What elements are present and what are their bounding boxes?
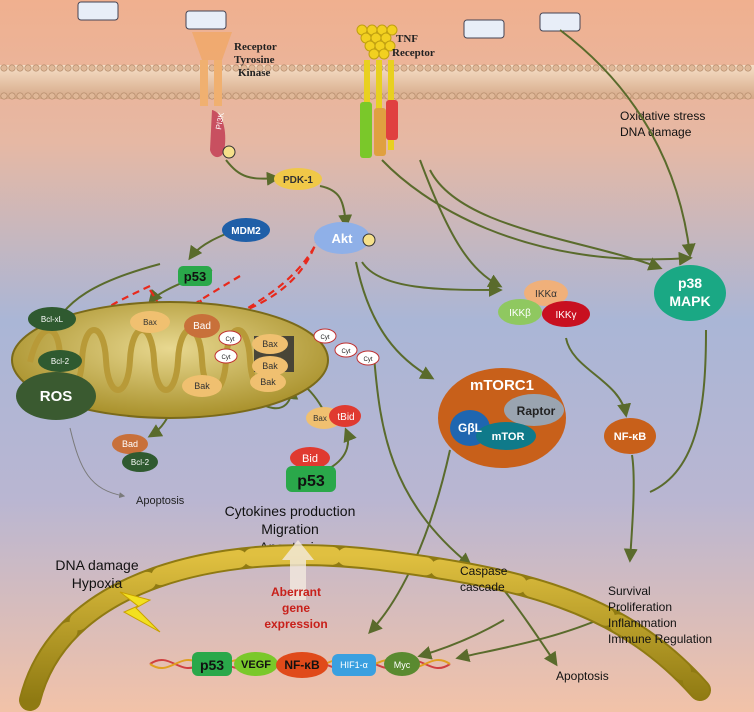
outcome-label-3: Inflammation <box>608 616 677 630</box>
p38-label-2: MAPK <box>669 293 710 309</box>
bak-label-2: Bak <box>260 377 276 387</box>
outcome-label-4: Immune Regulation <box>608 632 712 646</box>
stress-label-2: DNA damage <box>620 125 692 139</box>
cyt-label-2: Cyt <box>222 355 231 361</box>
cyt-label-3: Cyt <box>321 335 330 341</box>
bcl2-label-1: Bcl-2 <box>51 357 70 366</box>
ikky-label: IKKγ <box>555 310 576 321</box>
apoptosis-label-2: Apoptosis <box>556 669 609 683</box>
rtk-label-1: Receptor <box>234 41 277 53</box>
genes <box>192 652 420 678</box>
phospho-icon <box>362 233 376 247</box>
rtk-label-2: Tyrosine <box>234 54 275 66</box>
bid-group <box>286 405 361 492</box>
p53-top-label: p53 <box>184 269 206 284</box>
gene-label-p53: p53 <box>200 657 224 673</box>
bax-label-3: Bax <box>313 414 327 423</box>
gene-label-myc: Myc <box>394 660 411 670</box>
cytochrome-c <box>214 328 380 366</box>
p38-label-1: p38 <box>678 275 702 291</box>
bcl2-label-2: Bcl-2 <box>131 458 150 467</box>
p53-top-node <box>178 266 212 286</box>
gbl-label: GβL <box>458 421 482 435</box>
bax-label-2: Bax <box>262 339 278 349</box>
outcome-label-1: Survival <box>608 584 651 598</box>
p38-node <box>654 265 726 321</box>
bad-bcl2-complex <box>112 434 158 472</box>
mtorc1-label: mTORC1 <box>470 377 534 394</box>
aberrant-label-1: Aberrant <box>271 585 321 599</box>
tnf-label-2: Receptor <box>392 47 435 59</box>
mito-proteins <box>16 307 288 420</box>
outcome-label-2: Proliferation <box>608 600 672 614</box>
bclxl-label: Bcl-xL <box>41 315 64 324</box>
bid-label: Bid <box>302 453 318 465</box>
pi3k-label: PI3K <box>214 111 226 130</box>
cyt-label-1: Cyt <box>226 337 235 343</box>
nuclear-envelope <box>19 544 711 711</box>
mtor-label: mTOR <box>492 431 525 443</box>
lightning-icon <box>119 591 161 633</box>
cytokines-label-1: Cytokines production <box>225 503 356 519</box>
gene-label-vegf: VEGF <box>241 659 271 671</box>
ros-label: ROS <box>40 388 73 405</box>
aberrant-label-3: expression <box>264 617 327 631</box>
rtk-label-3: Kinase <box>238 67 271 79</box>
ligand-boxes <box>77 1 581 39</box>
aberrant-label-2: gene <box>282 601 310 615</box>
gene-label-hif1a: HIF1-α <box>340 660 368 670</box>
akt-label: Akt <box>332 231 354 246</box>
stress-label-1: Oxidative stress <box>620 109 705 123</box>
pdk1-label: PDK-1 <box>283 175 313 186</box>
rtk-receptor <box>192 32 232 158</box>
tnf-label-1: TNF <box>396 33 418 45</box>
gene-label-nfkb: NF-κB <box>284 658 320 672</box>
cyt-label-5: Cyt <box>364 357 373 363</box>
mdm2-label: MDM2 <box>231 226 261 237</box>
pathway-arrows <box>46 29 707 667</box>
pdk1-node <box>274 168 322 190</box>
akt-node <box>314 222 370 254</box>
raptor-label: Raptor <box>517 404 556 418</box>
mdm2-node <box>222 218 270 242</box>
dna-hypoxia-label-2: Hypoxia <box>72 575 123 591</box>
cyt-label-4: Cyt <box>342 349 351 355</box>
ikka-label: IKKα <box>535 289 557 300</box>
dna-hypoxia-label-1: DNA damage <box>55 557 138 573</box>
ros-apoptosis-arrow <box>69 427 126 499</box>
caspase-label-1: Caspase <box>460 564 508 578</box>
bak-label-3: Bak <box>194 381 210 391</box>
nfkb-label: NF-κB <box>614 431 646 443</box>
bak-label-1: Bak <box>262 361 278 371</box>
bad-label-2: Bad <box>122 439 138 449</box>
ikk-complex <box>498 280 590 327</box>
caspase-label-2: cascade <box>460 580 505 594</box>
bax-label-1: Bax <box>143 318 157 327</box>
p53-mid-label: p53 <box>297 473 325 490</box>
up-arrow-icon <box>282 540 314 600</box>
tbid-label: tBid <box>337 412 354 423</box>
mtorc1-complex <box>438 368 566 468</box>
apoptosis-label-1: Apoptosis <box>136 495 185 507</box>
nfkb-node <box>604 418 656 454</box>
cytokines-label-2: Migration <box>261 521 319 537</box>
bad-label-1: Bad <box>193 321 211 332</box>
ikkb-label: IKKβ <box>509 308 531 319</box>
phospho-icon <box>222 145 236 159</box>
tnf-receptor <box>356 24 398 158</box>
